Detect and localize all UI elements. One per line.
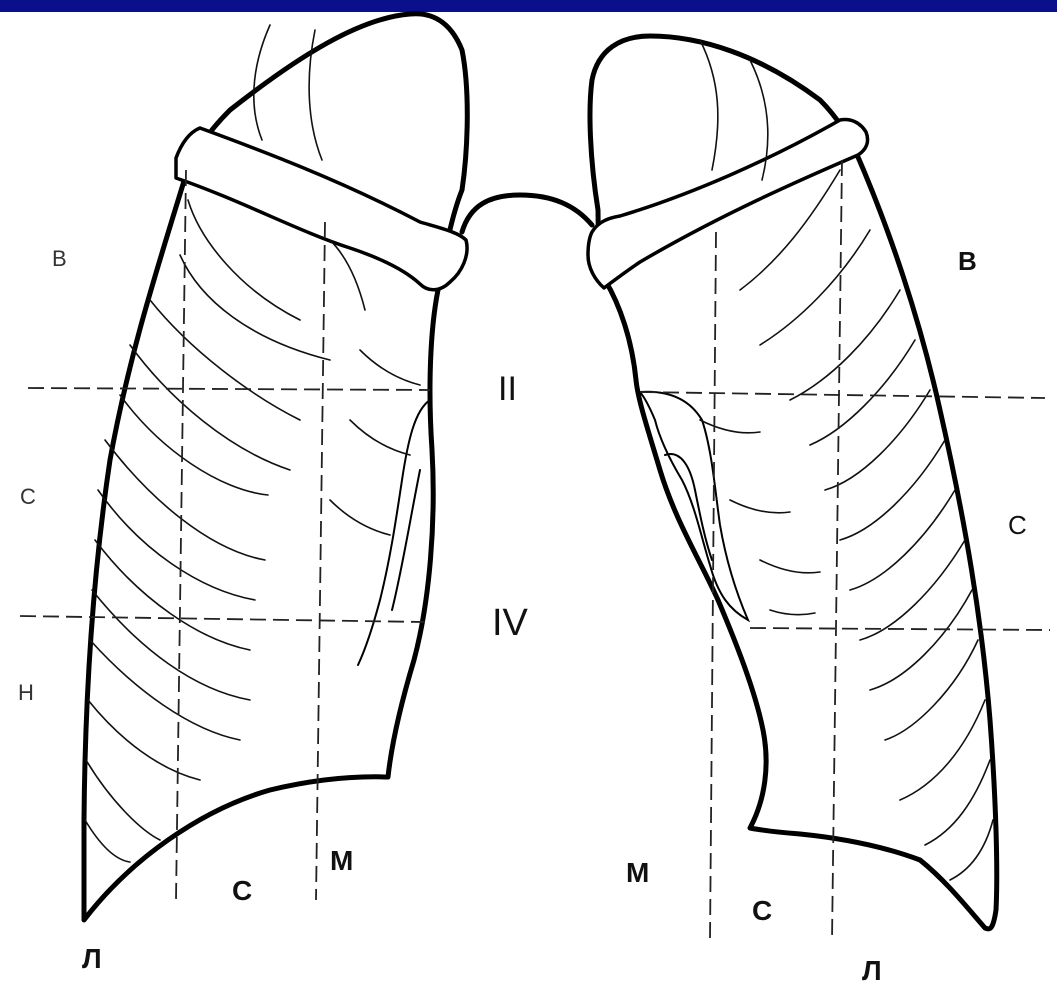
right-hilum-notch [358,400,430,665]
right-hilum-inner [392,470,420,610]
label-right-upper: В [958,246,977,276]
left-hilum-notch [640,392,748,620]
label-left-middle: С [20,484,36,509]
right-clavicle [176,128,467,290]
label-right-bottom-c: С [752,895,772,926]
label-right-bottom-l: Л [862,955,882,986]
label-left-bottom-m: М [330,845,353,876]
label-right-bottom-m: М [626,857,649,888]
rib-iv-level-left [20,616,425,622]
right-lung-outline [84,14,467,920]
label-rib-iv: IV [492,602,529,644]
label-right-middle: С [1008,510,1027,540]
label-left-lower: Н [18,680,34,705]
rib-ii-level-left [28,388,430,390]
right-midclavicular-line [176,170,186,900]
rib-iv-level-right [750,628,1050,630]
label-rib-ii: II [498,370,517,408]
label-left-upper: В [52,246,67,271]
mediastinum-top [462,195,592,232]
label-left-bottom-l: Л [82,943,102,974]
right-median-line [316,222,325,900]
label-left-bottom-c: С [232,875,252,906]
left-clavicle [588,120,868,289]
rib-ii-level-right [640,392,1045,398]
